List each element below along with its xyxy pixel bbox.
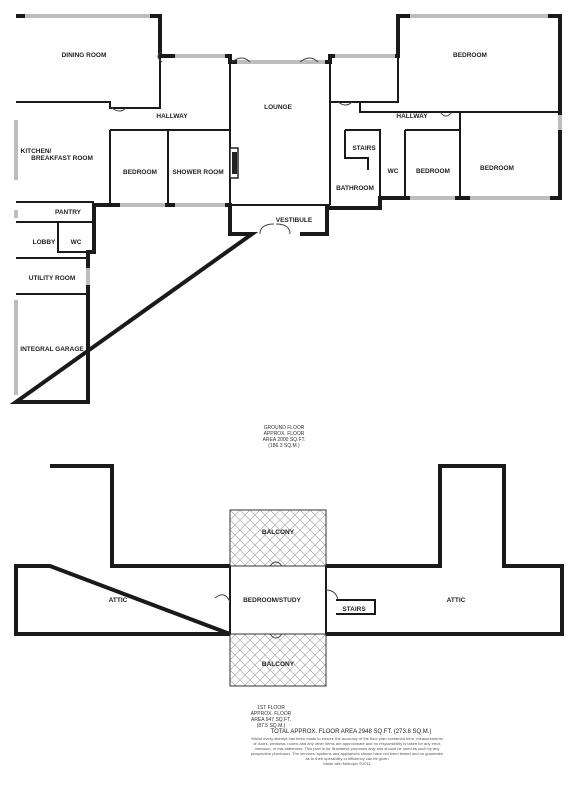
room-kitchen-line1: KITCHEN/ [21,148,52,155]
room-wc-west: WC [71,239,82,246]
caption-line: APPROX. FLOOR [251,711,292,717]
room-bedroom-study: BEDROOM/STUDY [243,597,301,604]
disclaimer: Whilst every attempt has been made to en… [251,736,444,766]
room-lobby: LOBBY [33,239,56,246]
room-bedroom-mid-east: BEDROOM [416,168,450,175]
caption-line: (87.5 SQ.M.) [257,723,286,729]
balcony-bottom-area [229,633,327,687]
disclaimer-line: prospective purchaser. The services, sys… [251,751,444,756]
first-floor-caption: 1ST FLOOR APPROX. FLOOR AREA 947 SQ.FT. … [251,705,292,729]
room-bedroom-ne: BEDROOM [453,52,487,59]
room-lounge: LOUNGE [264,104,292,111]
caption-line: 1ST FLOOR [257,705,285,711]
caption-line: AREA 947 SQ.FT. [251,717,291,723]
disclaimer-line: Made with Metropix ©2011 [323,761,371,766]
disclaimer-line: as to their operability or efficiency ca… [305,756,388,761]
room-wc-east: WC [388,168,399,175]
caption-line: (186.3 SQ.M.) [268,443,300,449]
disclaimer-line: omission, or mis-statement. This plan is… [255,746,440,751]
room-vestibule: VESTIBULE [276,217,313,224]
room-dining-room: DINING ROOM [62,52,107,59]
balcony-top-area [229,509,327,567]
room-bathroom: BATHROOM [336,185,374,192]
first-floor-plan [14,464,564,687]
room-balcony-bottom: BALCONY [262,661,295,668]
room-hallway-west: HALLWAY [156,113,188,120]
room-kitchen-line2: BREAKFAST ROOM [31,155,93,162]
room-attic-west: ATTIC [109,597,128,604]
disclaimer-line: of doors, windows, rooms and any other i… [253,741,441,746]
room-utility-room: UTILITY ROOM [29,275,75,282]
room-hallway-east: HALLWAY [396,113,428,120]
room-attic-east: ATTIC [447,597,466,604]
room-stairs-ground: STAIRS [352,145,376,152]
ground-floor-plan [9,14,562,404]
caption-line: AREA 2000 SQ.FT. [263,437,306,443]
room-shower-room: SHOWER ROOM [172,169,223,176]
room-bedroom-far-east: BEDROOM [480,165,514,172]
ground-floor-caption: GROUND FLOOR APPROX. FLOOR AREA 2000 SQ.… [263,425,306,449]
room-balcony-top: BALCONY [262,529,295,536]
caption-line: APPROX. FLOOR [264,431,305,437]
room-pantry: PANTRY [55,209,82,216]
room-integral-garage: INTEGRAL GARAGE [20,346,84,353]
total-floor-area: TOTAL APPROX. FLOOR AREA 2948 SQ.FT. (27… [271,729,432,735]
disclaimer-line: Whilst every attempt has been made to en… [251,736,442,741]
caption-line: GROUND FLOOR [264,425,305,431]
room-stairs-first: STAIRS [342,606,366,613]
room-bedroom-west: BEDROOM [123,169,157,176]
